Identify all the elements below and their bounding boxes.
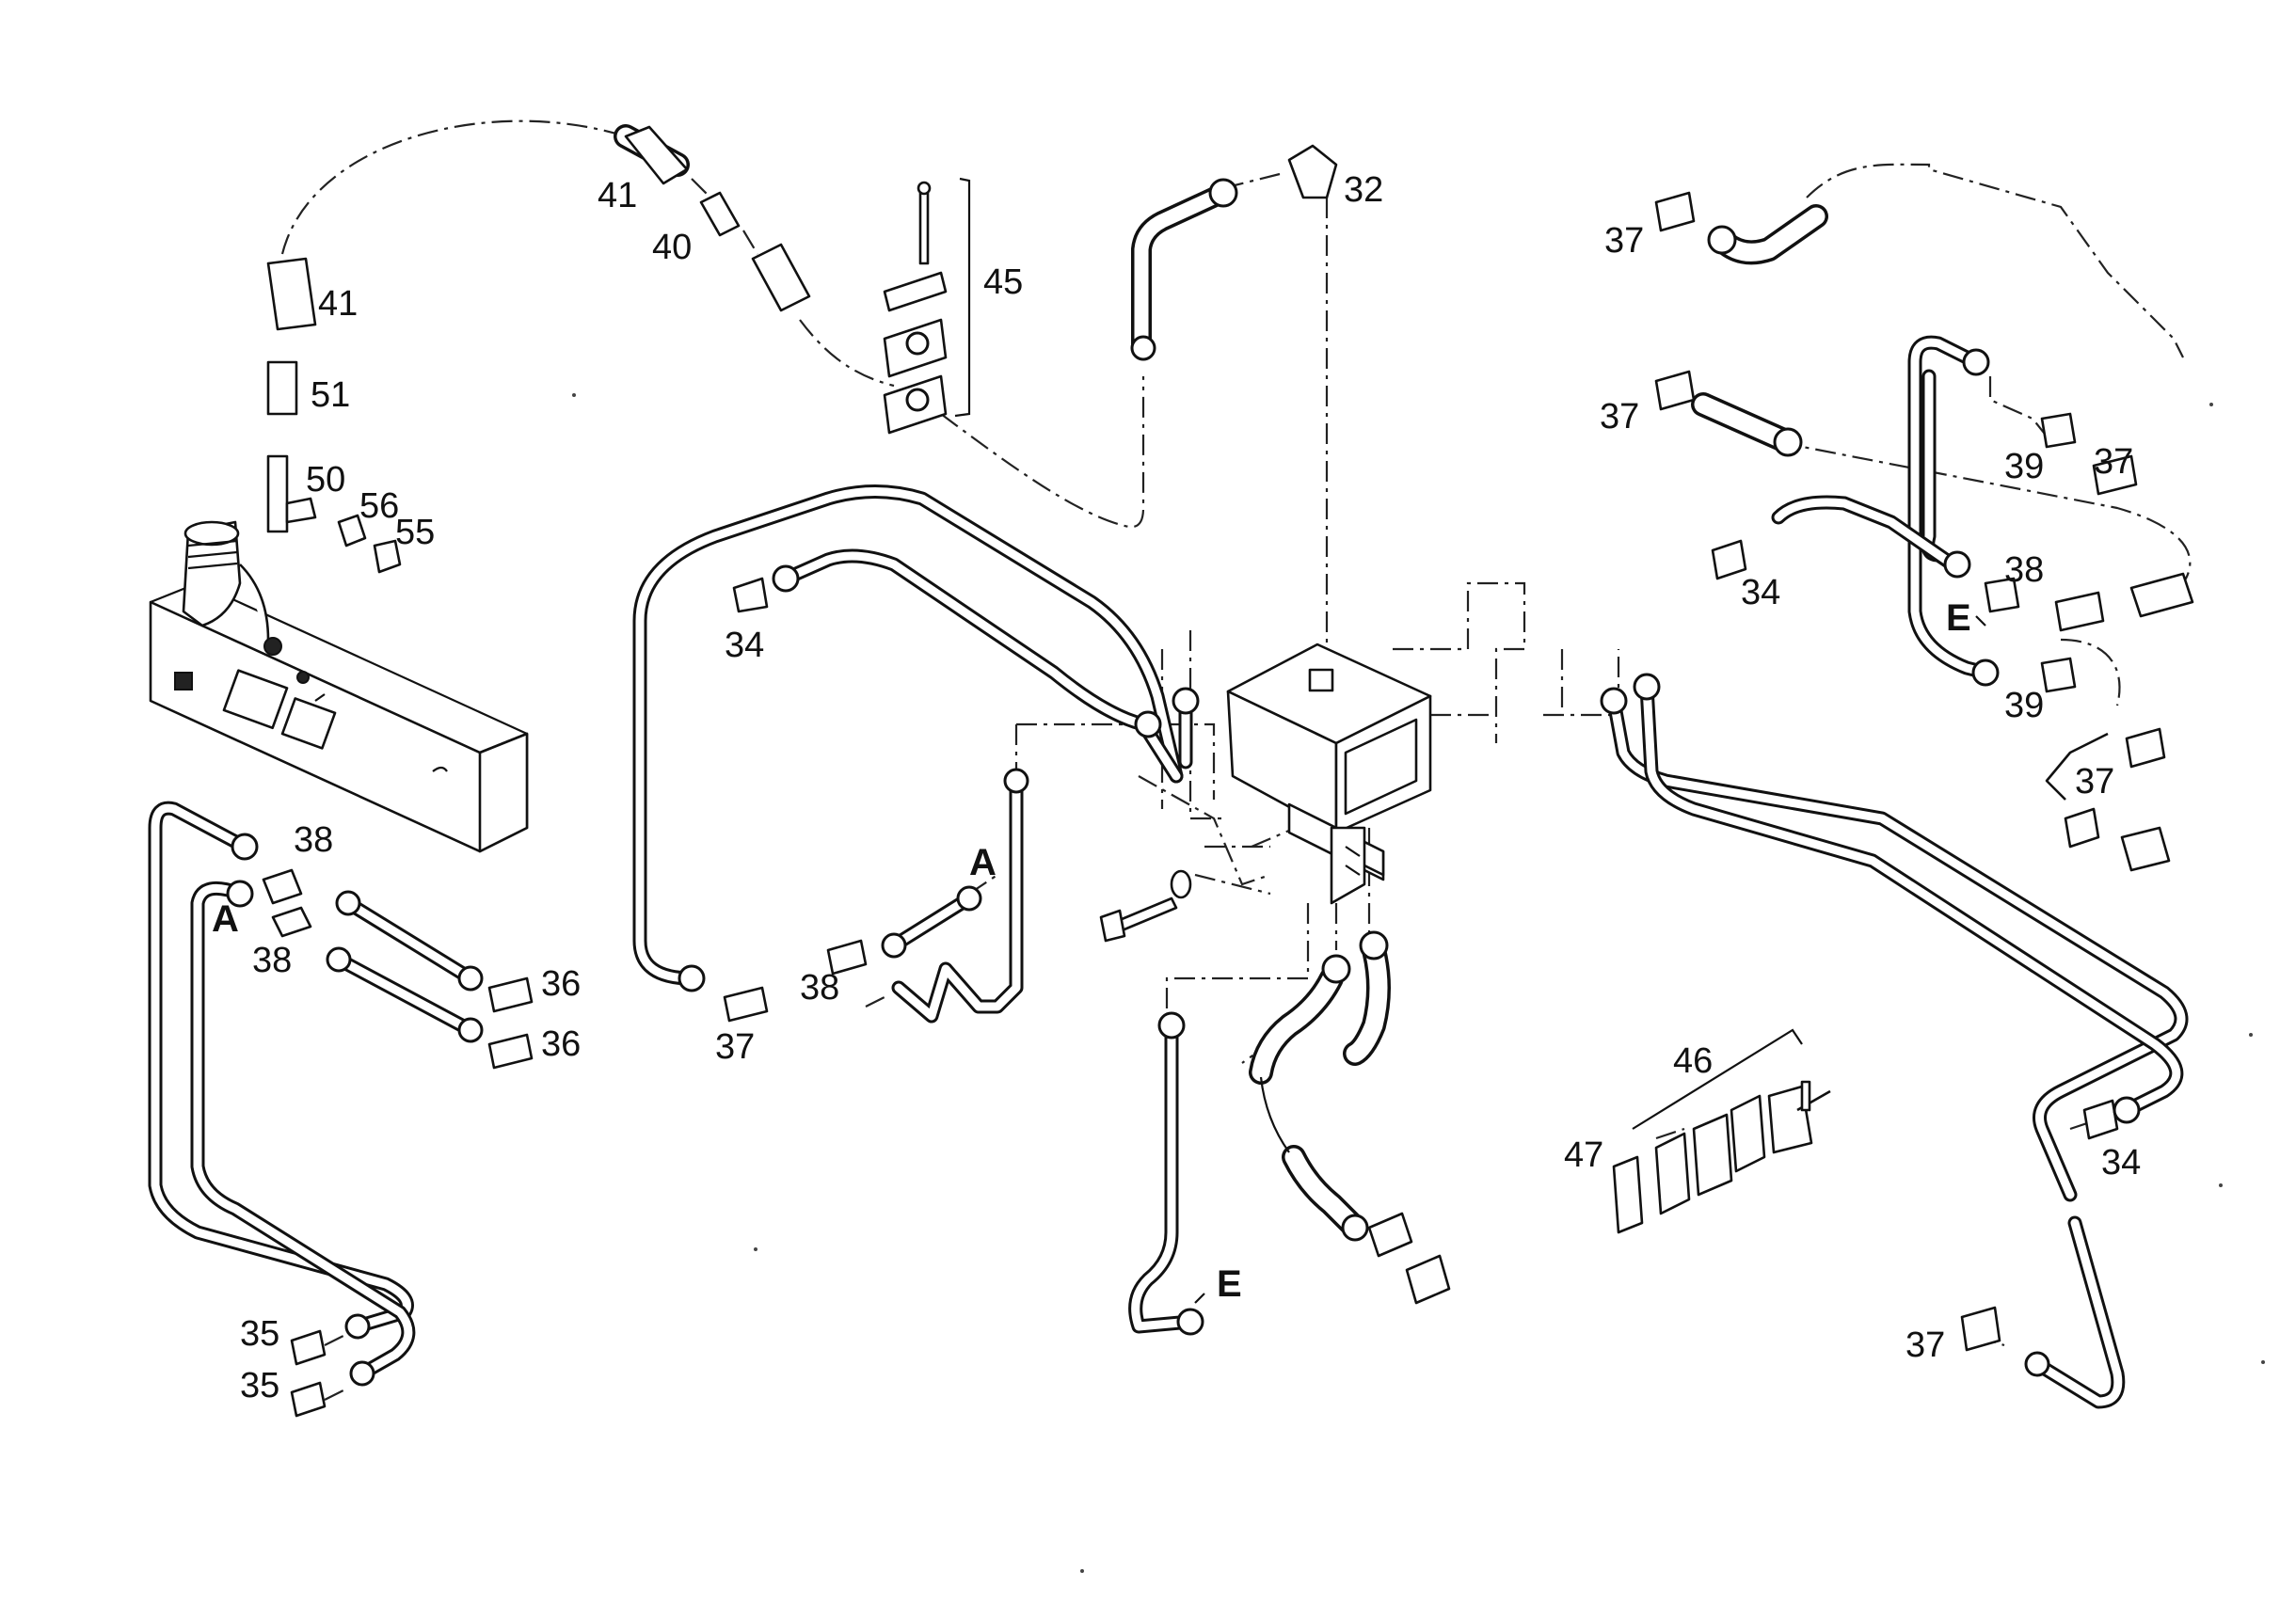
label-50: 50 (306, 460, 345, 500)
label-32: 32 (1344, 170, 1383, 210)
pipe-large-loop (632, 484, 1193, 986)
label-35-lower: 35 (240, 1366, 279, 1405)
ref-a-center: A (969, 842, 997, 883)
label-34-left: 34 (725, 626, 764, 665)
label-37-right-cluster: 37 (2075, 762, 2114, 802)
label-38-center: 38 (800, 968, 839, 1008)
scan-specks (572, 393, 2265, 1573)
label-38-left-lower: 38 (252, 941, 292, 980)
label-55: 55 (395, 513, 435, 552)
label-34-right-upper: 34 (1741, 573, 1780, 612)
bolt (1099, 869, 1192, 943)
ref-a-left: A (212, 898, 239, 940)
label-38-left-upper: 38 (294, 820, 333, 860)
label-38-right: 38 (2004, 550, 2044, 590)
hydraulic-pipes (148, 183, 2189, 1409)
pipe-center-a (886, 773, 1024, 1024)
label-37-right-bottom: 37 (1905, 1325, 1945, 1365)
label-36-lower: 36 (541, 1024, 581, 1064)
pipe-left-loop (148, 801, 416, 1381)
label-37-right-top: 37 (1604, 221, 1644, 261)
pipe-right-34 (1771, 495, 1960, 572)
label-41-left: 41 (318, 284, 358, 324)
label-41-top: 41 (598, 176, 637, 215)
label-46: 46 (1673, 1041, 1713, 1081)
fluid-tank (1226, 643, 1432, 905)
bracket-46-47-group (1612, 1028, 1831, 1234)
ref-leader-lines (1194, 615, 1986, 1304)
hose-center-lower (1249, 938, 1391, 1235)
hose-right-mid (1691, 392, 1800, 454)
pipe-center-e (1128, 1018, 1198, 1334)
label-56: 56 (359, 486, 399, 526)
pipe-top-center (1131, 183, 1234, 358)
hose-right-top (1710, 204, 1828, 265)
label-39-lower: 39 (2004, 686, 2044, 725)
clamp-45-group (883, 177, 971, 435)
label-36-upper: 36 (541, 964, 581, 1004)
ref-e-right: E (1946, 597, 1971, 639)
label-40: 40 (652, 228, 692, 267)
connection-dash-lines (280, 119, 2192, 1401)
manifold-block (149, 520, 529, 853)
label-47: 47 (1564, 1135, 1603, 1175)
label-35-upper: 35 (240, 1314, 279, 1354)
ref-e-center: E (1217, 1263, 1242, 1305)
label-37-right-39: 37 (2094, 442, 2133, 482)
label-39-upper: 39 (2004, 447, 2044, 486)
fittings (262, 125, 2194, 1418)
pipe-nuts (226, 178, 2141, 1387)
label-37-center: 37 (715, 1027, 755, 1067)
label-51: 51 (311, 375, 350, 415)
label-34-right-lower: 34 (2101, 1143, 2141, 1182)
pipe-right-long (1606, 679, 2189, 1409)
pipe-left-36 (331, 896, 478, 1038)
label-45: 45 (983, 262, 1023, 302)
part-labels: 32 34 34 34 35 35 36 36 37 37 37 37 37 3… (240, 170, 2141, 1405)
label-37-right-mid: 37 (1600, 397, 1639, 436)
reference-labels: A A E E (212, 597, 1986, 1305)
